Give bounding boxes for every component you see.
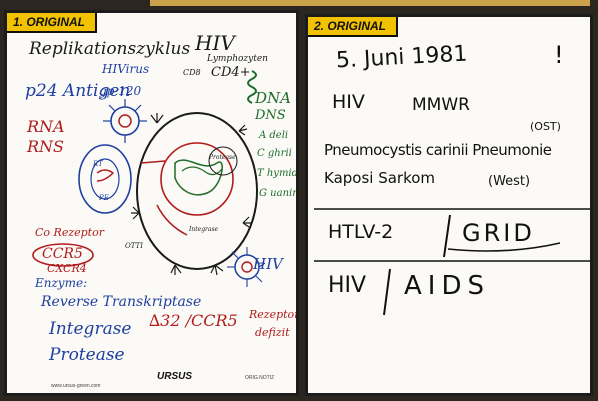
note-aids: AIDS [404,273,490,299]
arrow-integration [157,205,187,235]
slash-grid [444,215,450,257]
label-otti: OTTI [125,243,143,250]
label-hiv-cell: HIV [253,257,283,272]
arrow-entry [141,161,165,163]
protease-region [209,147,237,175]
enzyme-reverse-transkriptase: Reverse Transkriptase [41,295,201,309]
label-integrase-small: Integrase [189,227,218,233]
footer-left-small: www.ursus-green.com [51,383,100,389]
nucleus-dna [175,160,222,195]
dna-squiggle-green [248,71,256,103]
virus-core-right [242,262,252,272]
label-delta32-ccr5: ∆32 /CCR5 [149,313,238,329]
footer-right-small: ORIG.NOTIZ [245,375,274,381]
host-cell-membrane [137,113,257,269]
viral-rna-left [97,170,113,181]
sheet-original-2: 2. ORIGINAL 5. Juni 1981 ! HIV MMWR (OST… [305,14,593,396]
label-enzyme: Enzyme: [35,277,87,289]
note-hiv-2: HIV [328,275,366,297]
virus-particle-top [111,107,139,135]
ursus-logo: URSUS [157,371,192,382]
enzyme-protease: Protease [49,347,125,364]
top-paper-strip [150,0,590,6]
note-grid: GRID [462,221,535,245]
label-pe: PE [99,195,109,202]
label-defizit: defizit [255,327,290,338]
label-rt: RT [93,161,103,168]
virus-core-top [119,115,131,127]
label-protease-small: Protease [209,155,236,161]
label-co-rezeptor: Co Rezeptor [35,227,104,238]
label-rezeptor: Rezeptor [249,309,299,320]
note-lines [308,17,593,396]
enzyme-integrase: Integrase [49,321,132,338]
sheet-original-1: 1. ORIGINAL Replikationszyklus HIV HIVir… [4,10,299,396]
slash-aids [384,269,390,315]
label-cxcr4: CXCR4 [47,263,87,274]
label-ccr5: CCR5 [42,247,83,261]
note-htlv2: HTLV-2 [328,223,393,242]
